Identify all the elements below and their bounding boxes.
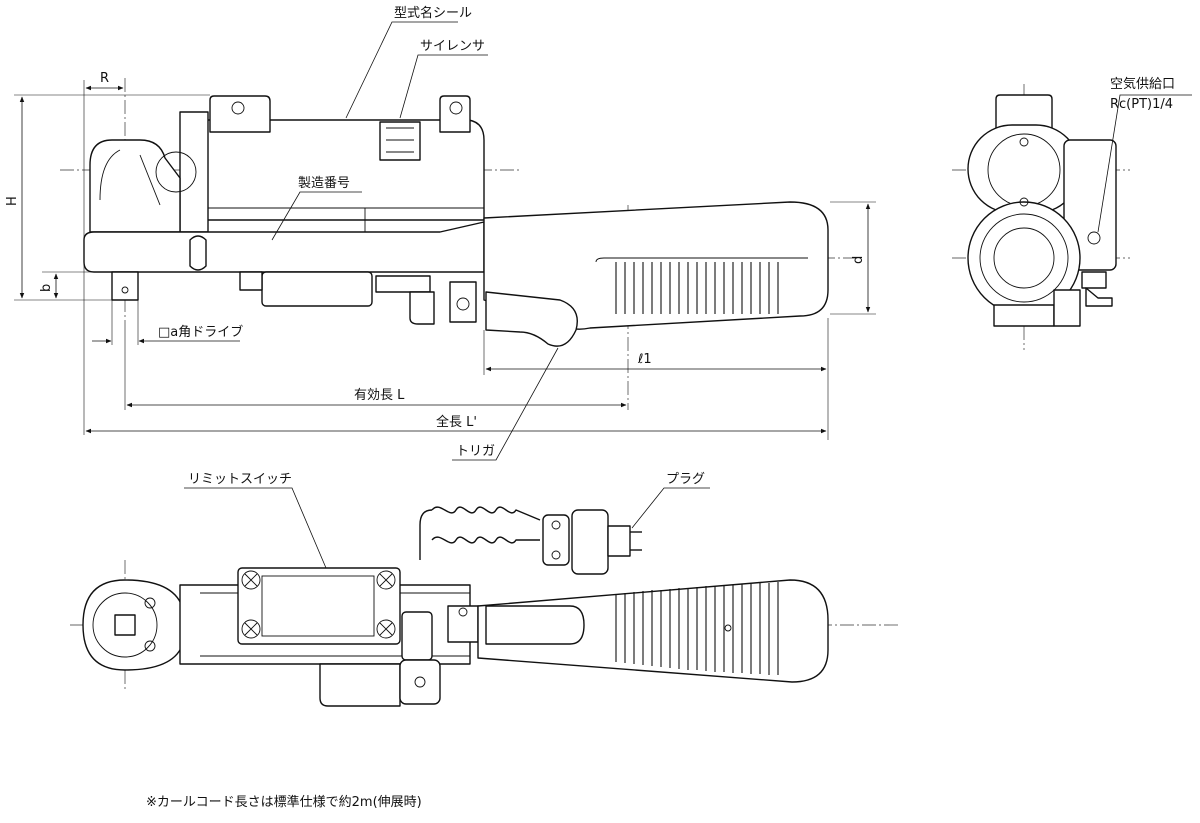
top-square-drive: [114, 614, 136, 636]
label-model-seal: 型式名シール: [394, 5, 472, 21]
dim-r-label: R: [100, 71, 109, 86]
plug-body: [571, 509, 609, 575]
dim-effective-length-label: 有効長 L: [354, 388, 405, 403]
curl-cord: [431, 506, 541, 521]
top-lower-bracket: [319, 663, 401, 707]
front-air-nipple: [1081, 271, 1107, 289]
front-fitting: [1053, 289, 1081, 327]
label-silencer: サイレンサ: [420, 39, 485, 54]
body-neck: [83, 221, 485, 273]
top-valve: [401, 611, 433, 661]
plug-head: [607, 525, 631, 557]
label-trigger: トリガ: [456, 444, 495, 459]
head-block: [179, 111, 209, 233]
dim-d-label: d: [851, 256, 866, 264]
head-elbow: [89, 139, 181, 233]
front-view: [952, 84, 1130, 350]
top-grip-ribs: [615, 582, 779, 675]
cable-riser: [419, 509, 433, 560]
top-ratchet-head: [82, 579, 241, 671]
top-view: [70, 506, 900, 707]
dim-h-label: H: [5, 196, 20, 206]
neck-ring: [189, 235, 207, 271]
label-serial-number: 製造番号: [298, 176, 350, 191]
front-side-port: [1063, 139, 1117, 271]
side-callouts: 型式名シール サイレンサ 製造番号 トリガ: [271, 5, 559, 461]
top-callouts: リミットスイッチ プラグ: [184, 472, 710, 569]
air-fitting: [449, 281, 477, 323]
limit-switch: [237, 567, 401, 645]
trigger: [485, 291, 578, 347]
plug-clamp: [542, 514, 570, 566]
cord-clip: [409, 291, 435, 325]
front-callouts: 空気供給口 Rc(PT)1/4: [1097, 76, 1192, 233]
front-bottom-block: [993, 304, 1055, 327]
dim-overall-length-label: 全長 L': [436, 414, 477, 430]
label-plug: プラグ: [666, 472, 705, 487]
footnote: ※カールコード長さは標準仕様で約2m(伸展時): [146, 794, 422, 810]
square-drive: [111, 271, 139, 301]
limit-switch-screws: [241, 570, 396, 639]
valve-connector: [375, 275, 431, 293]
valve-cap: [239, 271, 263, 291]
top-elbow-fitting: [399, 659, 441, 705]
top-trigger-slot: [485, 605, 585, 645]
label-air-inlet: 空気供給口: [1110, 76, 1175, 92]
motor-housing: [204, 119, 485, 221]
side-dimensions: H b R □a角ドライブ d ℓ1 有効長 L 全長 L': [5, 71, 876, 440]
side-view: [60, 78, 860, 410]
dim-square-drive-label: □a角ドライブ: [158, 324, 243, 340]
top-nut: [447, 605, 479, 643]
label-air-inlet-thread: Rc(PT)1/4: [1110, 97, 1173, 112]
dim-l1-label: ℓ1: [637, 352, 652, 367]
dim-b-label: b: [39, 284, 54, 292]
silencer: [379, 121, 421, 161]
grip-ribs: [615, 262, 779, 314]
label-limit-switch: リミットスイッチ: [188, 472, 292, 487]
valve-body: [261, 271, 373, 307]
